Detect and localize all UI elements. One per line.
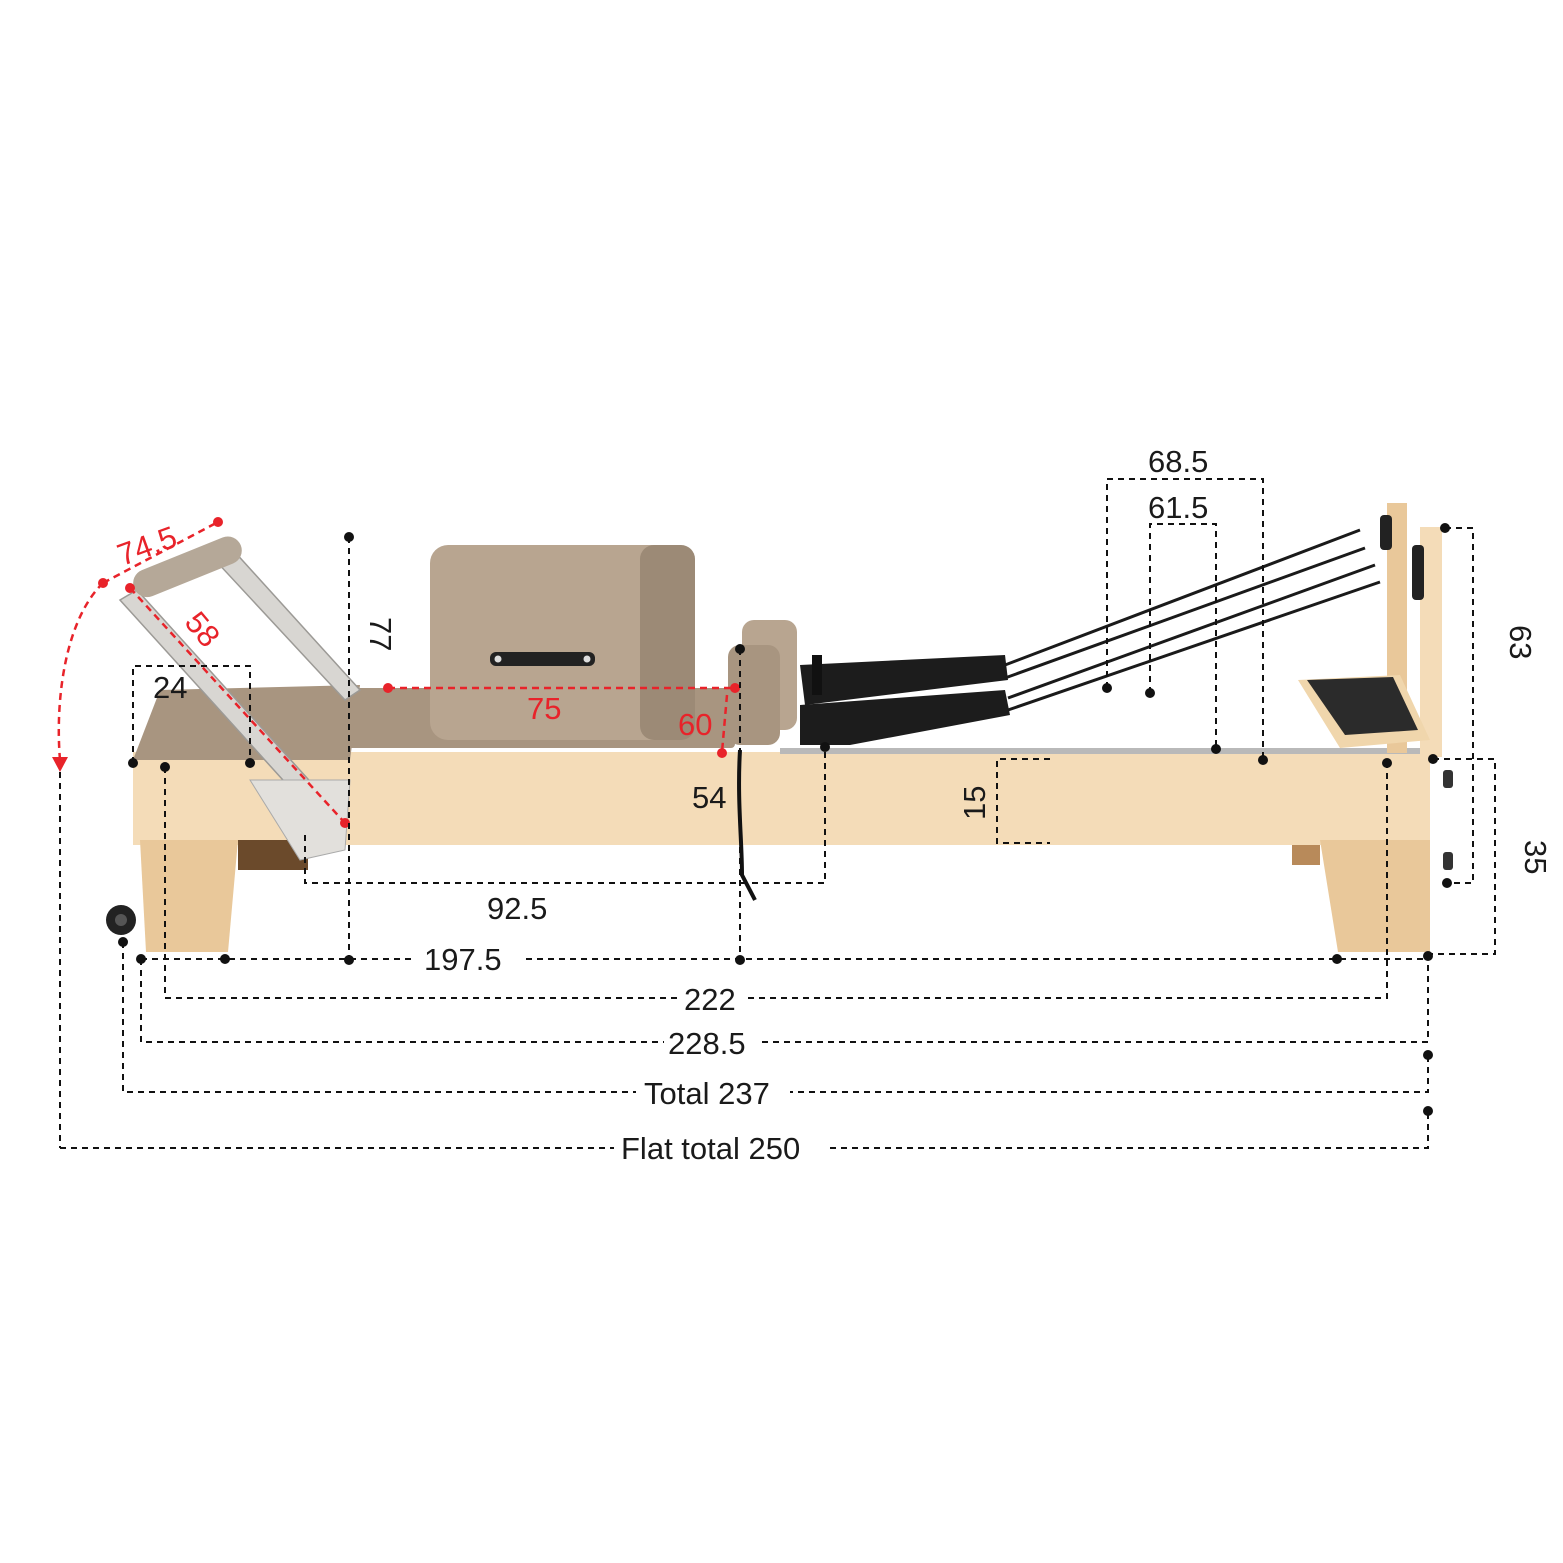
label-shoulder-rest: 54 bbox=[692, 780, 726, 815]
label-rope-outer: 68.5 bbox=[1148, 444, 1208, 479]
sitting-box bbox=[430, 545, 695, 740]
label-carriage-span: 92.5 bbox=[487, 891, 547, 926]
tower-post-front bbox=[1420, 527, 1442, 757]
rope-cord bbox=[737, 749, 757, 901]
label-total: Total 237 bbox=[644, 1076, 770, 1111]
label-frame-length: 228.5 bbox=[668, 1026, 746, 1061]
label-rope-inner: 61.5 bbox=[1148, 490, 1208, 525]
left-leg bbox=[140, 840, 238, 952]
foot-strap-lower bbox=[800, 690, 1010, 745]
track bbox=[780, 748, 1430, 754]
label-end-frame: 35 bbox=[1518, 840, 1553, 874]
label-box-height-floor: 77 bbox=[363, 617, 398, 651]
label-frame-side: 15 bbox=[957, 786, 992, 820]
label-box-length: 75 bbox=[527, 691, 561, 726]
dimension-labels: 74.5 58 24 77 75 60 54 92.5 68.5 61.5 63… bbox=[113, 444, 1553, 1166]
foot-bar-grip bbox=[133, 536, 242, 598]
label-inner-length: 222 bbox=[684, 982, 736, 1017]
foot-strap-upper bbox=[800, 655, 1008, 705]
dimension-lines bbox=[52, 478, 1496, 1149]
foot-bar bbox=[118, 536, 362, 861]
reformer-illustration bbox=[106, 503, 1453, 952]
tower-ropes bbox=[1004, 528, 1381, 712]
label-flat-total: Flat total 250 bbox=[621, 1131, 800, 1166]
label-headrest-width: 24 bbox=[153, 670, 187, 705]
label-tower-height: 63 bbox=[1503, 625, 1538, 659]
right-leg bbox=[1320, 840, 1430, 952]
shoulder-rest-front bbox=[728, 645, 780, 745]
label-box-height: 60 bbox=[678, 707, 712, 742]
box-handle bbox=[490, 652, 595, 666]
label-leg-span: 197.5 bbox=[424, 942, 502, 977]
